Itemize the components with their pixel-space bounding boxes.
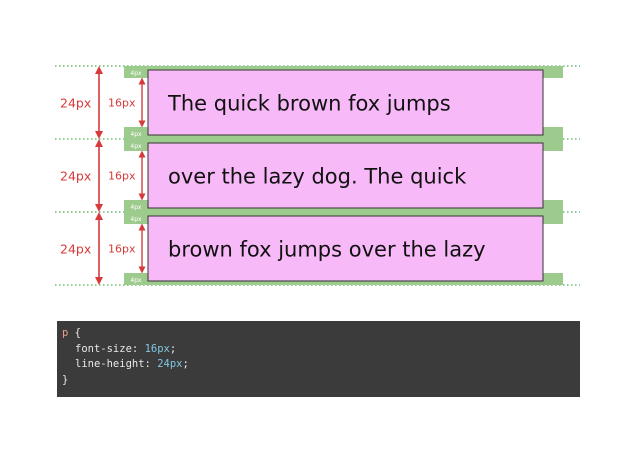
code-line-close: } bbox=[62, 373, 580, 389]
sample-text-line: The quick brown fox jumps bbox=[167, 92, 451, 116]
code-selector: p bbox=[62, 327, 69, 339]
font-size-label: 16px bbox=[108, 97, 136, 110]
sample-text-line: over the lazy dog. The quick bbox=[168, 165, 467, 189]
half-leading-label: 4px bbox=[130, 204, 142, 211]
font-size-label: 16px bbox=[108, 170, 136, 183]
half-leading-label: 4px bbox=[130, 277, 142, 284]
code-line-font-size: font-size: 16px; bbox=[75, 342, 177, 355]
half-leading-label: 4px bbox=[130, 70, 142, 77]
line-height-diagram: 4px 4px 24px 16px The quick brown fox jumps 4… bbox=[55, 65, 580, 286]
code-line-line-height: line-height: 24px; bbox=[75, 358, 189, 370]
font-size-label: 16px bbox=[108, 243, 136, 256]
code-value: 24px bbox=[157, 358, 183, 370]
sample-text-line: brown fox jumps over the lazy bbox=[168, 238, 486, 262]
font-size-box bbox=[147, 69, 544, 136]
code-property: line-height bbox=[75, 358, 145, 370]
code-value: 16px bbox=[144, 342, 170, 355]
font-size-box bbox=[147, 142, 544, 209]
code-close-brace: } bbox=[62, 373, 69, 386]
code-property: font-size bbox=[75, 342, 132, 355]
half-leading-label: 4px bbox=[130, 216, 142, 223]
half-leading-label: 4px bbox=[130, 131, 142, 138]
font-size-box bbox=[147, 215, 544, 282]
line-height-label: 24px bbox=[60, 169, 91, 184]
code-line-selector: p { bbox=[62, 326, 580, 342]
code-open-brace: { bbox=[74, 327, 81, 339]
line-height-label: 24px bbox=[60, 96, 91, 111]
half-leading-label: 4px bbox=[130, 143, 142, 150]
css-code-block: p {font-size: 16px;line-height: 24px;} bbox=[57, 321, 580, 397]
line-height-label: 24px bbox=[60, 242, 91, 257]
